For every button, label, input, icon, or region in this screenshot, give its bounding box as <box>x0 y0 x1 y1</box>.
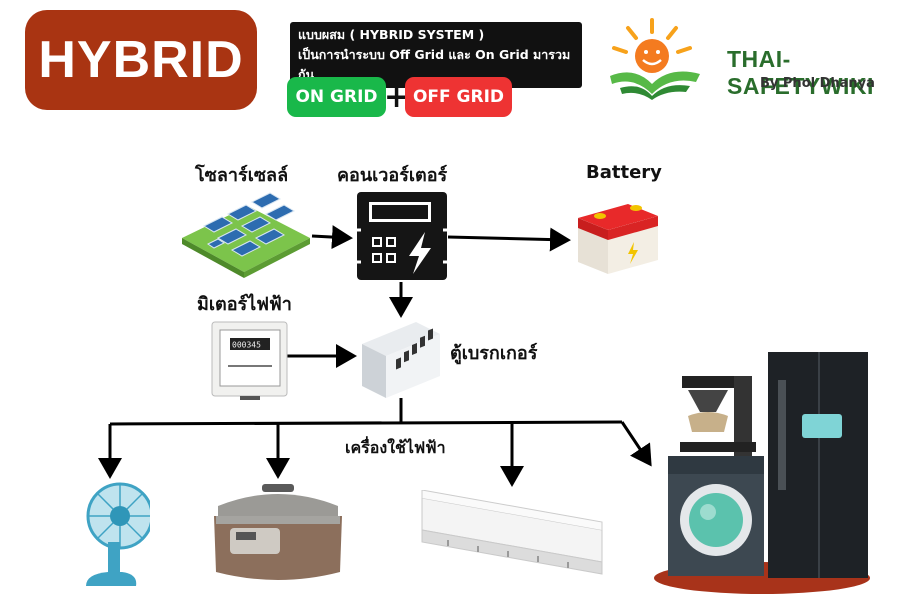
battery-icon <box>578 204 658 274</box>
battery-label: Battery <box>586 162 662 183</box>
air-conditioner-icon <box>421 490 603 575</box>
rice-cooker-icon <box>214 484 342 580</box>
on-grid-badge: ON GRID <box>287 77 386 117</box>
inverter-label: คอนเวอร์เตอร์ <box>337 165 448 186</box>
description-line-1: แบบผสม ( HYBRID SYSTEM ) <box>298 27 485 42</box>
electric-meter-icon: 000345 <box>211 321 288 400</box>
home-appliances-group-icon <box>654 352 870 594</box>
fan-icon <box>86 482 150 586</box>
appliances-label: เครื่องใช้ไฟฟ้า <box>345 438 446 457</box>
thai-safetywiki-logo-icon <box>610 18 700 100</box>
breaker-label: ตู้เบรกเกอร์ <box>450 343 538 364</box>
hybrid-title-badge: HYBRID <box>25 10 257 110</box>
solar-label: โซลาร์เซลล์ <box>195 165 289 186</box>
meter-readout: 000345 <box>232 341 261 350</box>
off-grid-badge: OFF GRID <box>405 77 512 117</box>
brand-name: THAI-SAFETYWIKI <box>727 46 874 99</box>
breaker-box-icon <box>362 322 440 398</box>
meter-label: มิเตอร์ไฟฟ้า <box>197 294 292 315</box>
solar-panel-icon <box>182 192 310 278</box>
brand-byline: By Phol Dhanya <box>760 76 875 91</box>
plus-sign: + <box>384 80 410 115</box>
inverter-icon <box>355 192 449 280</box>
